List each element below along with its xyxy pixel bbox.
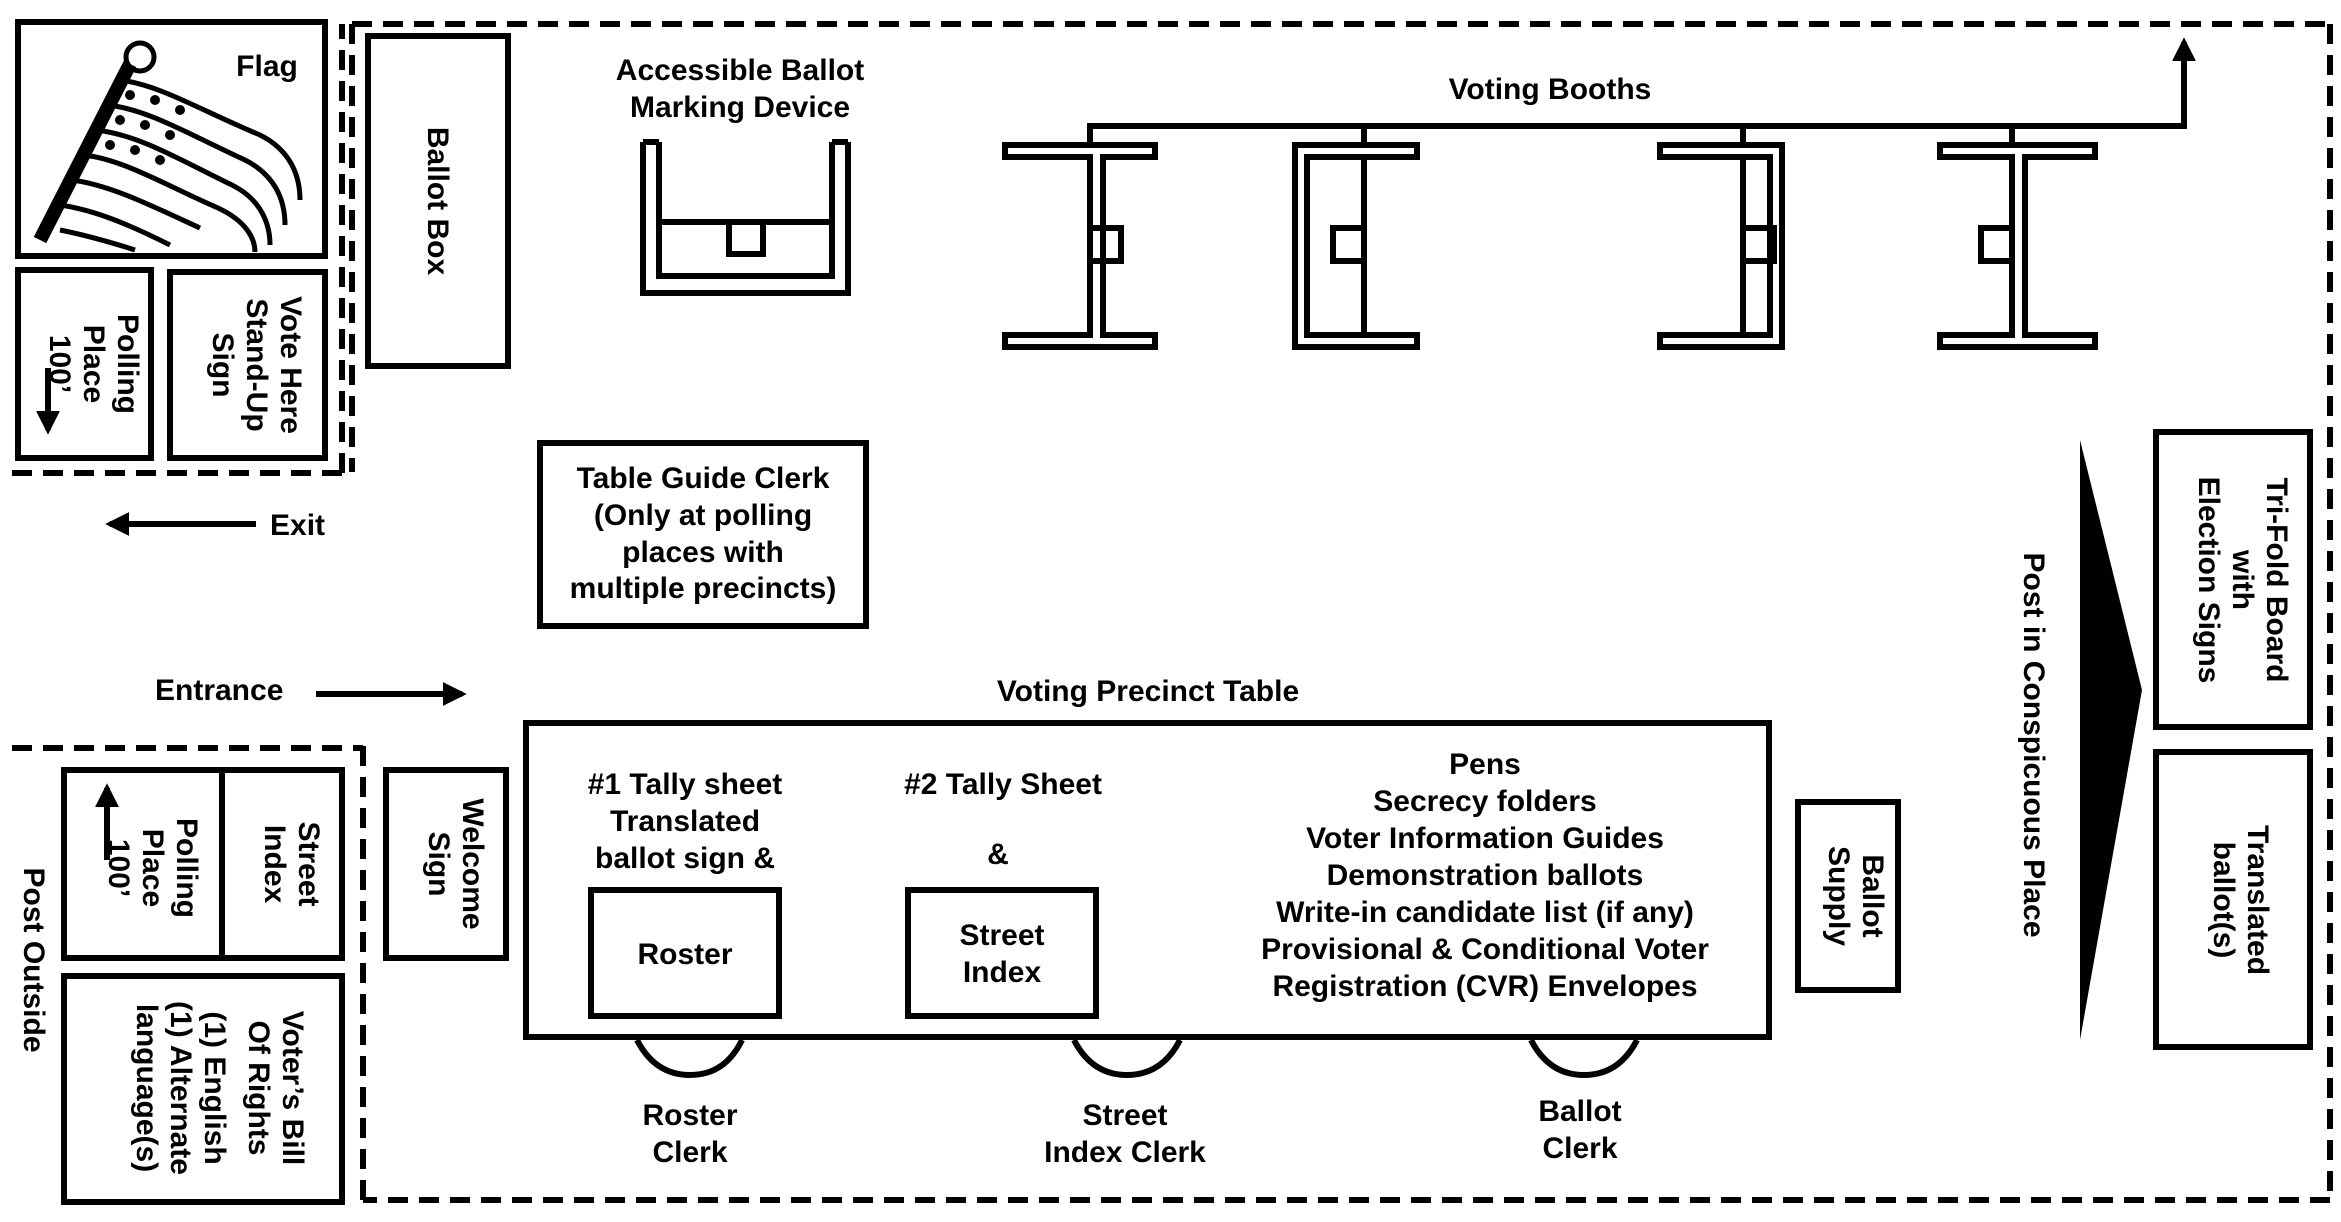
- post-outside-polling-line-1: Polling: [170, 818, 203, 918]
- supply-item: Pens: [1449, 748, 1521, 781]
- supply-item: Provisional & Conditional Voter: [1261, 933, 1709, 966]
- flag: Flag: [15, 19, 328, 259]
- translated-line-1: Translated: [2241, 825, 2274, 975]
- precinct-table-title: Voting Precinct Table: [997, 675, 1299, 708]
- voters-bill-of-rights: Voter’s Bill Of Rights (1) English (1) A…: [61, 973, 345, 1205]
- voting-booth: [1002, 130, 1158, 350]
- trifold-line-2: with: [2226, 549, 2259, 610]
- flag-label: Flag: [236, 50, 298, 83]
- welcome-line-1: Welcome: [456, 798, 489, 929]
- table-guide-line-3: places with: [622, 536, 784, 569]
- voting-booths: Voting Booths: [1002, 37, 2196, 350]
- vote-here-line-2: Stand-Up: [240, 298, 273, 431]
- chair-icon: [634, 1038, 745, 1079]
- welcome-line-2: Sign: [422, 832, 455, 897]
- roster-clerk-line-2: Clerk: [652, 1136, 727, 1169]
- voting-booth: [1292, 126, 1420, 350]
- bill-of-rights-line-4: (1) Alternate: [164, 1001, 197, 1175]
- tally1-line-2: Translated: [610, 805, 760, 838]
- post-outside-polling-place-sign: Polling Place 100’: [61, 767, 225, 961]
- ballot-box-label: Ballot Box: [421, 127, 454, 276]
- accessible-device-icon: [640, 139, 851, 296]
- voting-booths-label: Voting Booths: [1449, 73, 1652, 106]
- entrance-indicator: Entrance: [155, 674, 467, 707]
- translated-ballots: Translated ballot(s): [2153, 749, 2313, 1050]
- post-outside-street-line-1: Street: [292, 821, 325, 906]
- chair-icon: [1071, 1038, 1183, 1079]
- supply-item: Registration (CVR) Envelopes: [1272, 970, 1697, 1003]
- post-outside-label: Post Outside: [17, 867, 50, 1052]
- accessible-ballot-marking-device: Accessible Ballot Marking Device: [616, 54, 864, 296]
- outside-top-left-area: [12, 24, 345, 476]
- tally2-label: #2 Tally Sheet: [904, 768, 1102, 801]
- street-index-clerk-line-1: Street: [1082, 1099, 1167, 1132]
- ballot-box: Ballot Box: [365, 33, 511, 369]
- tally2-ampersand: &: [987, 838, 1009, 871]
- supply-item: Secrecy folders: [1373, 785, 1596, 818]
- post-outside-area: Post Outside Polling Place 100’ Street I…: [12, 745, 363, 1205]
- chair-icon: [1528, 1038, 1640, 1079]
- post-conspicuous-label: Post in Conspicuous Place: [2017, 552, 2050, 937]
- bill-of-rights-line-3: (1) English: [198, 1011, 231, 1164]
- tally1-line-3: ballot sign &: [595, 842, 775, 875]
- roster-box: Roster: [588, 887, 782, 1019]
- translated-line-2: ballot(s): [2207, 842, 2240, 959]
- polling-place-sign-top: Polling Place 100’: [15, 267, 154, 461]
- trifold-line-1: Tri-Fold Board: [2260, 478, 2293, 683]
- table-guide-line-2: (Only at polling: [594, 499, 812, 532]
- supply-item: Write-in candidate list (if any): [1276, 896, 1694, 929]
- welcome-sign: Welcome Sign: [383, 767, 509, 961]
- ballot-clerk-line-1: Ballot: [1538, 1095, 1621, 1128]
- street-index-line-1: Street: [959, 919, 1044, 952]
- tally1-line-1: #1 Tally sheet: [588, 768, 783, 801]
- exit-label: Exit: [270, 509, 325, 542]
- trifold-board: Tri-Fold Board with Election Signs: [2153, 429, 2313, 730]
- entrance-label: Entrance: [155, 674, 283, 707]
- accessible-device-line-2: Marking Device: [630, 91, 850, 124]
- flag-icon: [33, 40, 303, 253]
- street-index-line-2: Index: [963, 956, 1042, 989]
- street-index-clerk-line-2: Index Clerk: [1044, 1136, 1206, 1169]
- post-outside-street-index: Street Index: [219, 767, 345, 961]
- post-outside-polling-line-2: Place: [136, 829, 169, 907]
- supply-item: Voter Information Guides: [1306, 822, 1664, 855]
- voting-precinct-table: Voting Precinct Table #1 Tally sheet Tra…: [523, 675, 1772, 1169]
- exit-indicator: Exit: [105, 509, 325, 542]
- table-guide-line-1: Table Guide Clerk: [577, 462, 830, 495]
- supply-item: Demonstration ballots: [1327, 859, 1644, 892]
- post-outside-street-line-2: Index: [258, 825, 291, 904]
- vote-here-line-3: Sign: [206, 333, 239, 398]
- vote-here-sign: Vote Here Stand-Up Sign: [167, 269, 328, 461]
- polling-place-line-1: Polling: [111, 314, 144, 414]
- ballot-supply-line-1: Ballot: [1856, 854, 1889, 937]
- table-guide-line-4: multiple precincts): [570, 572, 837, 605]
- voting-booth: [1937, 126, 2098, 350]
- table-supplies-list: Pens Secrecy folders Voter Information G…: [1261, 748, 1709, 1003]
- bill-of-rights-line-5: language(s): [130, 1004, 163, 1172]
- roster-label: Roster: [637, 938, 732, 971]
- trifold-icon: [2080, 440, 2142, 1040]
- roster-clerk-line-1: Roster: [642, 1099, 737, 1132]
- bill-of-rights-line-2: Of Rights: [242, 1021, 275, 1156]
- accessible-device-line-1: Accessible Ballot: [616, 54, 864, 87]
- street-index-box: Street Index: [905, 887, 1099, 1019]
- vote-here-line-1: Vote Here: [274, 296, 307, 434]
- table-guide-clerk: Table Guide Clerk (Only at polling place…: [537, 440, 869, 629]
- ballot-supply: Ballot Supply: [1795, 799, 1901, 993]
- ballot-supply-line-2: Supply: [1822, 846, 1855, 946]
- voting-booth: [1657, 126, 1785, 350]
- room-boundary: [349, 21, 2333, 1203]
- trifold-line-3: Election Signs: [2192, 477, 2225, 684]
- conspicuous-place-post: Post in Conspicuous Place: [2017, 440, 2142, 1040]
- bill-of-rights-line-1: Voter’s Bill: [276, 1011, 309, 1165]
- polling-place-line-2: Place: [77, 325, 110, 403]
- ballot-clerk-line-2: Clerk: [1542, 1132, 1617, 1165]
